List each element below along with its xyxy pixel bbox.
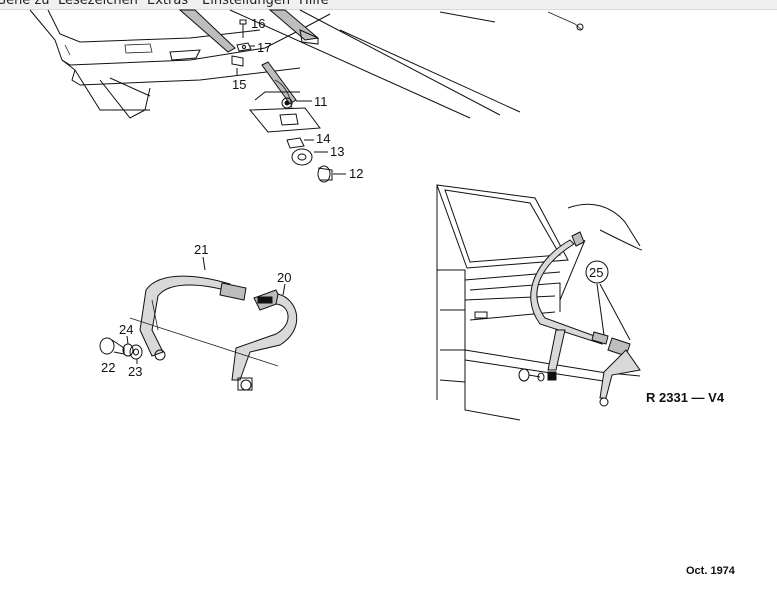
bolt-16 (239, 19, 247, 38)
menu-extras[interactable]: Extras (147, 0, 189, 8)
callout-17: 17 (257, 40, 271, 55)
callout-12: 12 (349, 166, 363, 181)
washer-14 (286, 137, 305, 149)
parts-diagram: 16 17 15 11 14 13 12 21 (29, 9, 736, 577)
revision-date: Oct. 1974 (686, 565, 736, 577)
callout-11: 11 (314, 94, 328, 109)
callout-25: 25 (589, 265, 603, 280)
menu-bookmarks[interactable]: Lesezeichen (58, 0, 138, 8)
drawing-code: R 2331 — V4 (646, 390, 725, 405)
callout-24: 24 (119, 322, 133, 337)
callout-20: 20 (277, 270, 291, 285)
callout-22: 22 (101, 360, 115, 375)
bolt-22 (99, 337, 125, 355)
bolt-12 (317, 165, 333, 183)
lap-belt-21 (139, 275, 247, 361)
menu-goto[interactable]: Gehe zu (0, 0, 50, 8)
callout-15: 15 (232, 77, 246, 92)
shoulder-belt-25 (518, 231, 641, 407)
washer-17 (236, 42, 252, 52)
callout-14: 14 (316, 131, 330, 146)
callout-23: 23 (128, 364, 142, 379)
washer-23 (129, 344, 143, 360)
menu-bar: Gehe zu Lesezeichen Extras Einstellungen… (0, 0, 777, 10)
anchor-plate-11 (248, 61, 321, 133)
callout-13: 13 (330, 144, 344, 159)
callout-16: 16 (251, 16, 265, 31)
upper-brackets (178, 9, 584, 53)
spacer-13 (291, 148, 313, 166)
buckle-belt-20 (231, 289, 298, 391)
seat-floor-assembly (29, 9, 521, 119)
menu-settings[interactable]: Einstellungen (202, 0, 291, 8)
bracket-15 (231, 55, 244, 75)
menu-help[interactable]: Hilfe (299, 0, 329, 8)
callout-25-circle (585, 260, 631, 341)
car-interior-view (436, 184, 643, 421)
callout-21: 21 (194, 242, 208, 257)
